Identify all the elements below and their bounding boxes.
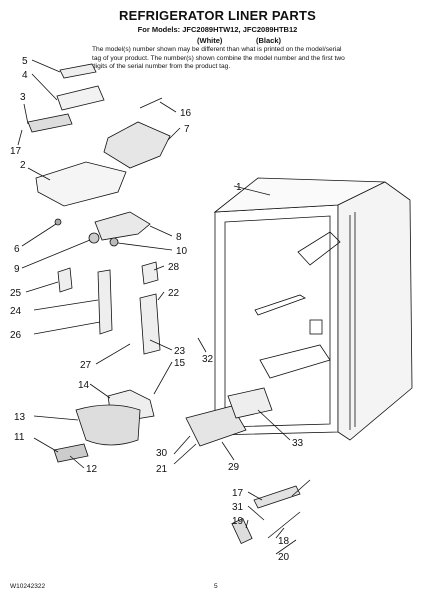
callout-31: 31 — [232, 502, 244, 513]
callout-19: 19 — [232, 516, 244, 527]
callout-4: 4 — [22, 70, 28, 81]
callout-2: 2 — [20, 160, 26, 171]
callout-22: 22 — [168, 288, 180, 299]
callout-3: 3 — [20, 92, 26, 103]
color-white-label: (White) — [197, 36, 223, 45]
callout-26: 26 — [10, 330, 22, 341]
callout-15: 15 — [174, 358, 186, 369]
callout-20: 20 — [278, 552, 290, 563]
model-numbers: For Models: JFC2089HTW12, JFC2089HTB12 — [137, 25, 298, 34]
callout-6: 6 — [14, 244, 20, 255]
duct-part — [97, 269, 113, 335]
light-cover-part — [103, 121, 171, 169]
callout-23: 23 — [174, 346, 186, 357]
callout-32: 32 — [202, 354, 214, 365]
callout-17b: 17 — [232, 488, 244, 499]
callout-7: 7 — [184, 124, 190, 135]
mount-bracket-part — [227, 387, 273, 419]
callout-9: 9 — [14, 264, 20, 275]
damper-part — [139, 293, 161, 355]
heater-part — [253, 485, 301, 509]
color-black-label: (Black) — [256, 36, 282, 45]
cover-plate-part — [141, 261, 159, 285]
lamp-housing-part — [94, 211, 151, 241]
shield-part — [75, 404, 141, 446]
connector-part — [291, 479, 311, 497]
callout-21: 21 — [156, 464, 168, 475]
bracket-part — [27, 113, 73, 133]
liner-part — [213, 177, 413, 441]
callout-33: 33 — [292, 438, 304, 449]
callout-18: 18 — [278, 536, 290, 547]
callout-10: 10 — [176, 246, 188, 257]
callout-27: 27 — [80, 360, 92, 371]
callout-17: 17 — [10, 146, 22, 157]
model-note: The model(s) number shown may be differe… — [92, 46, 345, 71]
fuse-part — [231, 517, 253, 545]
callout-1: 1 — [236, 182, 242, 193]
top-cover-part — [59, 63, 97, 79]
lens-part — [53, 443, 89, 463]
page-number: 5 — [214, 583, 218, 590]
page-title: REFRIGERATOR LINER PARTS — [119, 8, 316, 23]
callout-8: 8 — [176, 232, 182, 243]
bulb-part — [88, 232, 100, 244]
callout-16: 16 — [180, 108, 192, 119]
document-number: W10242322 — [10, 583, 46, 590]
screw-part — [54, 218, 62, 226]
callout-30: 30 — [156, 448, 168, 459]
wire-part — [267, 511, 301, 539]
control-assembly-part — [185, 405, 247, 447]
callout-13: 13 — [14, 412, 26, 423]
callout-29: 29 — [228, 462, 240, 473]
housing-part — [56, 85, 105, 111]
socket-part — [139, 97, 163, 109]
callout-25: 25 — [10, 288, 22, 299]
control-housing-part — [35, 161, 127, 207]
callout-28: 28 — [168, 262, 180, 273]
callout-12: 12 — [86, 464, 98, 475]
socket-clip-part — [109, 237, 119, 247]
hinge-bracket-part — [57, 267, 73, 293]
callout-24: 24 — [10, 306, 22, 317]
callout-14: 14 — [78, 380, 90, 391]
callout-5: 5 — [22, 56, 28, 67]
callout-11: 11 — [14, 432, 25, 443]
